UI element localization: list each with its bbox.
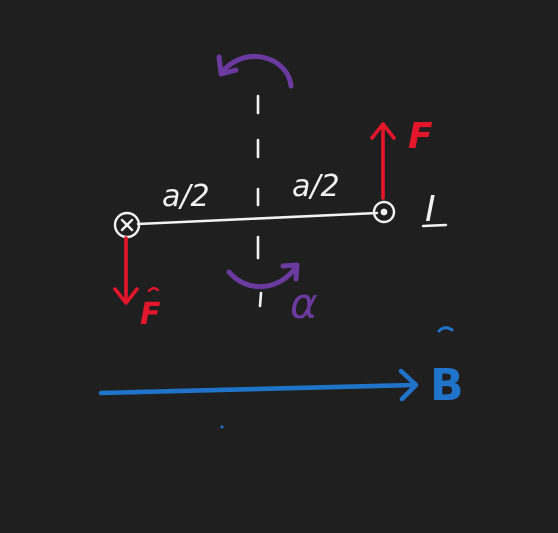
force-label-right: F <box>408 116 433 157</box>
left-length-label: a/2 <box>162 179 210 214</box>
svg-text:I: I <box>425 189 436 230</box>
cross-circle-icon <box>113 211 141 239</box>
dot-circle-icon <box>372 200 396 224</box>
rotation-arrow-bottom <box>226 262 300 290</box>
magnetic-field-arrow <box>98 368 419 402</box>
rotation-arrow-top <box>216 54 294 89</box>
right-length-label: a/2 <box>292 169 340 204</box>
svg-text:F: F <box>140 297 161 332</box>
rotation-axis <box>256 94 263 308</box>
field-label: B <box>430 326 464 411</box>
angular-acceleration-label: α <box>290 279 318 328</box>
force-label-left: F <box>140 287 161 332</box>
wire-rod <box>136 211 379 226</box>
force-arrow-down <box>113 236 139 305</box>
current-label: I <box>421 189 448 230</box>
svg-text:B: B <box>430 360 464 411</box>
stray-dot <box>220 425 224 429</box>
force-arrow-up <box>370 122 396 200</box>
